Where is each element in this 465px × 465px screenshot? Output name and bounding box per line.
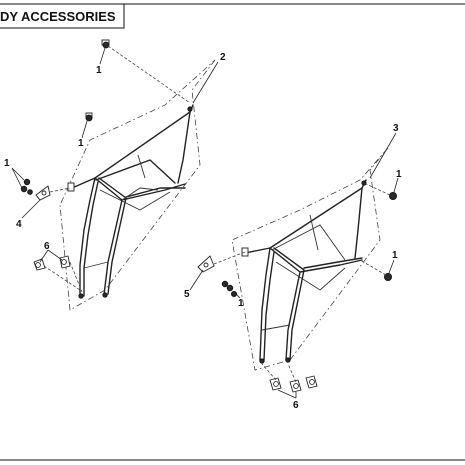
- page-title: DY ACCESSORIES: [0, 9, 116, 24]
- callout-4: 4: [16, 219, 22, 230]
- callout-3: 3: [393, 123, 399, 134]
- left-latch-group: [20, 178, 71, 201]
- callout-1-top: 1: [96, 65, 102, 76]
- right-hinge-bolts: [261, 363, 318, 393]
- callout-1-left-upper: 1: [78, 138, 84, 149]
- callout-1-left-group: 1: [4, 158, 10, 169]
- callout-2: 2: [220, 52, 226, 63]
- fastener-top-left-lower: [85, 112, 93, 122]
- leader-lines: [11, 47, 399, 399]
- right-door-assembly: [231, 147, 389, 371]
- callout-labels: 1 1 1 2 3 1 1 4 6 5 1 6: [4, 52, 402, 411]
- callout-1-right-lower: 1: [392, 250, 398, 261]
- fastener-top-left-upper: [101, 39, 191, 104]
- right-top-nut: [365, 183, 397, 200]
- callout-1-center: 1: [238, 298, 244, 309]
- title-box: DY ACCESSORIES: [0, 3, 125, 29]
- right-latch-group: [197, 251, 246, 297]
- left-hinge-bolts: [33, 255, 83, 293]
- left-door-assembly: [59, 59, 216, 311]
- callout-1-right-upper: 1: [396, 169, 402, 180]
- diagram-border: [0, 3, 465, 461]
- right-lower-nut: [359, 259, 392, 281]
- callout-6-left: 6: [44, 241, 50, 252]
- callout-6-right: 6: [293, 400, 299, 411]
- callout-5: 5: [184, 289, 190, 300]
